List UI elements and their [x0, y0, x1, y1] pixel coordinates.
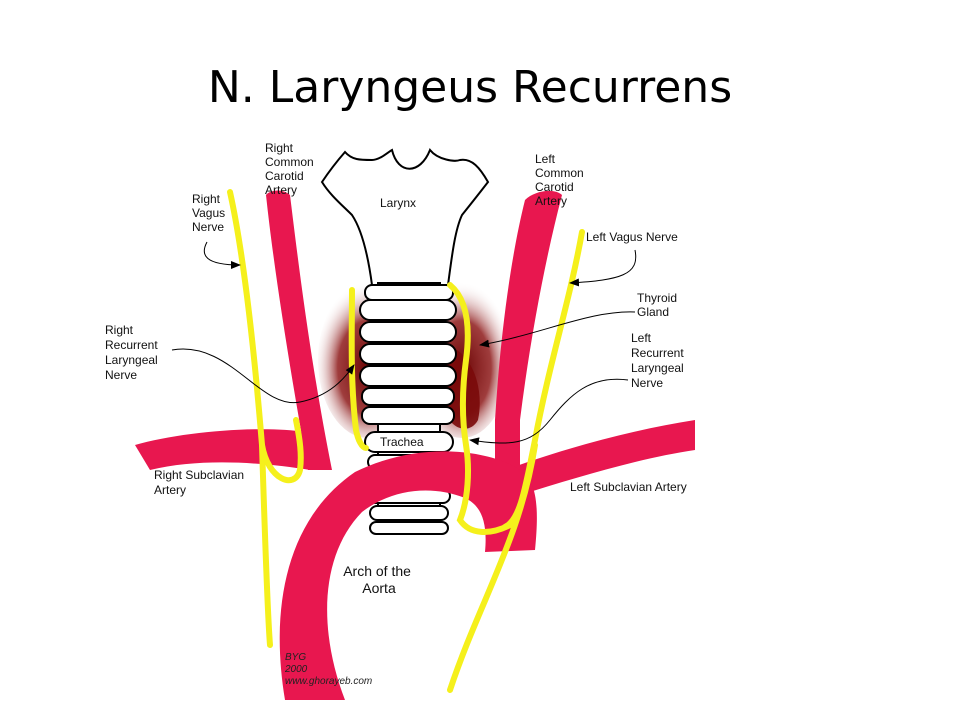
label-left-recurrent: Left Recurrent Laryngeal Nerve [631, 331, 687, 390]
right-recurrent-laryngeal-nerve [348, 287, 369, 451]
left-vagus-nerve-lower [447, 442, 538, 693]
left-subclavian-artery [505, 420, 695, 495]
label-right-vagus: Right Vagus Nerve [192, 192, 228, 234]
arrow-right-recurrent [171, 348, 355, 404]
arrow-right-vagus [203, 241, 241, 269]
label-larynx: Larynx [380, 196, 416, 210]
label-arrows [171, 241, 637, 446]
left-common-carotid-artery [495, 190, 562, 480]
larynx [320, 148, 490, 286]
label-right-common-carotid: Right Common Carotid Artery [265, 141, 317, 197]
right-common-carotid-artery [266, 190, 332, 470]
credit-text: BYG 2000 www.ghorayeb.com [284, 652, 372, 687]
labels: Right Common Carotid Artery Right Vagus … [105, 141, 687, 687]
arteries [135, 190, 695, 700]
arrow-left-vagus [569, 249, 637, 287]
arrow-left-recurrent [469, 378, 629, 446]
label-left-vagus: Left Vagus Nerve [586, 230, 678, 244]
aortic-arch [279, 451, 537, 700]
right-vagus-nerve-lower [259, 442, 273, 648]
slide-title: N. Laryngeus Recurrens [207, 62, 733, 113]
arrow-thyroid [479, 311, 636, 348]
label-right-subclavian: Right Subclavian Artery [154, 468, 247, 497]
label-right-recurrent: Right Recurrent Laryngeal Nerve [105, 323, 161, 382]
trachea [359, 282, 457, 535]
left-recurrent-laryngeal-nerve [447, 282, 513, 535]
label-left-common-carotid: Left Common Carotid Artery [535, 152, 587, 208]
label-aorta: Arch of the Aorta [343, 563, 415, 596]
label-thyroid: Thyroid Gland [637, 291, 680, 319]
label-left-subclavian: Left Subclavian Artery [570, 480, 687, 494]
label-trachea: Trachea [380, 435, 424, 449]
right-subclavian-artery [135, 429, 310, 470]
